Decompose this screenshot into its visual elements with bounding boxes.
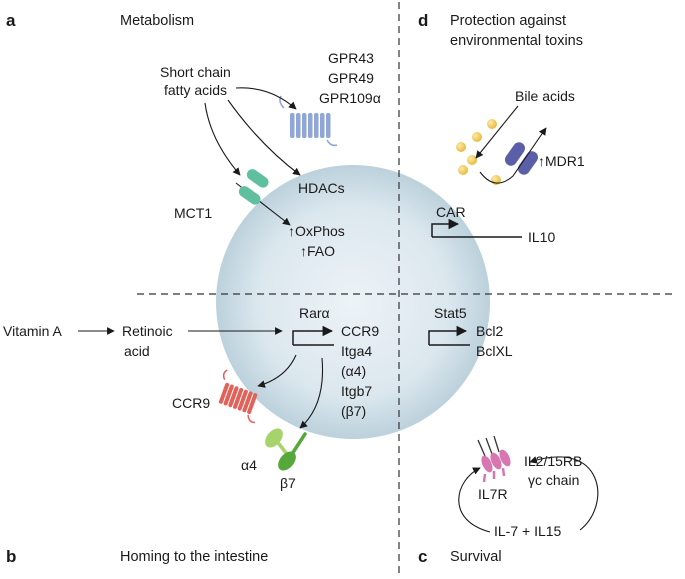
bile-acid-dot: [456, 142, 466, 152]
il-receptor-complex-icon: [477, 435, 511, 483]
rara-promoter-arrow: [292, 325, 334, 345]
gpr-receptor-icon: [279, 95, 338, 147]
bile-acid-dot: [472, 132, 482, 142]
arrow-bile-acids-in: [475, 105, 519, 159]
gpr49-label: GPR49: [328, 70, 374, 86]
arrow-to-ccr9-receptor: [257, 354, 297, 388]
bile-acid-dot: [458, 165, 468, 175]
hdacs-label: HDACs: [298, 180, 345, 196]
target-gene-itgb7: Itgb7: [341, 383, 372, 399]
stat5-label: Stat5: [434, 305, 467, 321]
car-label: CAR: [436, 204, 466, 220]
gpr43-label: GPR43: [328, 50, 374, 66]
arrow-to-integrin: [299, 357, 324, 429]
bcl2-label: Bcl2: [476, 323, 503, 339]
mct1-transporter-icon: [238, 169, 269, 205]
gamma-c-chain-label-line2: γc chain: [528, 472, 579, 488]
bclxl-label: BclXL: [476, 343, 513, 359]
panel-letter-b: b: [6, 547, 16, 566]
scfa-label-line1: Short chain: [160, 64, 231, 80]
oxphos-label: ↑OxPhos: [288, 223, 345, 239]
vitamin-a-label: Vitamin A: [3, 323, 63, 339]
cytokines-label: IL-7 + IL15: [494, 523, 562, 539]
mdr1-transporter-icon: [504, 142, 539, 175]
retinoic-acid-label-line1: Retinoic: [122, 323, 173, 339]
bile-acid-dot: [487, 119, 497, 129]
mct1-label: MCT1: [174, 205, 212, 221]
rara-label: Rarα: [299, 305, 330, 321]
stat5-promoter-arrow: [428, 325, 468, 345]
il10-label: IL10: [528, 229, 555, 245]
il2-15rb-label-line1: IL2/15RB: [524, 453, 582, 469]
panel-letter-a: a: [6, 11, 16, 30]
bile-acid-dot: [467, 155, 477, 165]
car-promoter-arrow: [431, 218, 460, 237]
arrow-cytokines-to-il7r: [458, 467, 491, 533]
bile-acids-label: Bile acids: [515, 88, 575, 104]
panel-title-protection-line1: Protection against: [450, 13, 566, 29]
alpha4-label: α4: [241, 457, 257, 473]
ccr9-receptor-label: CCR9: [172, 395, 210, 411]
ccr9-receptor-icon: [218, 369, 258, 424]
panel-title-homing: Homing to the intestine: [120, 549, 268, 565]
il7r-label: IL7R: [478, 486, 508, 502]
arrow-efflux: [479, 127, 547, 184]
arrow-scfa-to-hdacs: [227, 99, 301, 176]
target-gene-ccr9: CCR9: [341, 323, 379, 339]
retinoic-acid-label-line2: acid: [124, 343, 150, 359]
target-gene-beta7: (β7): [341, 403, 366, 419]
fao-label: ↑FAO: [300, 243, 335, 259]
arrow-scfa-to-mct1: [204, 102, 241, 176]
panel-title-metabolism: Metabolism: [120, 13, 194, 29]
integrin-alpha4-beta7-icon: [265, 428, 307, 471]
beta7-label: β7: [280, 475, 296, 491]
target-gene-alpha4: (α4): [341, 363, 366, 379]
arrow-cytokines-to-il2r: [529, 456, 599, 531]
target-gene-itga4: Itga4: [341, 343, 372, 359]
scfa-label-line2: fatty acids: [164, 82, 227, 98]
panel-title-protection-line2: environmental toxins: [450, 33, 583, 49]
gpr109a-label: GPR109α: [319, 90, 381, 106]
bile-acid-molecules: [456, 119, 501, 185]
t-cell-body: [216, 165, 490, 439]
panel-letter-d: d: [418, 11, 428, 30]
arrow-scfa-to-gpr: [235, 87, 297, 110]
panel-letter-c: c: [418, 547, 427, 566]
mdr1-label: ↑MDR1: [538, 153, 585, 169]
panel-title-survival: Survival: [450, 549, 502, 565]
